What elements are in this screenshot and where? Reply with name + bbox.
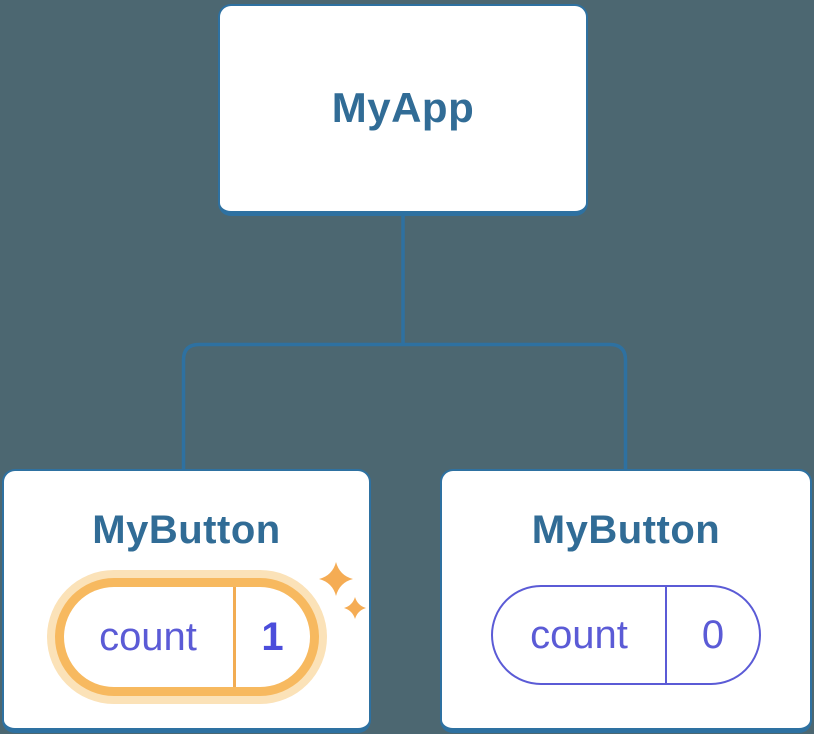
state-value: 0 <box>701 612 725 657</box>
state-pill: count 0 <box>491 585 761 685</box>
component-card-mybutton-1: MyButton count 1 <box>2 469 371 733</box>
component-card-myapp: MyApp <box>218 4 588 216</box>
state-pill-highlighted: count 1 <box>63 587 310 687</box>
state-label: count <box>99 614 197 659</box>
pill-divider <box>232 587 236 687</box>
state-value: 1 <box>261 614 284 659</box>
component-card-mybutton-2: MyButton count 0 <box>440 469 812 733</box>
pill-divider <box>665 587 667 683</box>
component-title: MyApp <box>331 84 475 132</box>
connector-branch <box>181 342 628 470</box>
component-title: MyButton <box>92 508 281 552</box>
state-label: count <box>530 612 628 657</box>
sparkle-icon <box>319 562 366 619</box>
component-title: MyButton <box>531 508 721 552</box>
